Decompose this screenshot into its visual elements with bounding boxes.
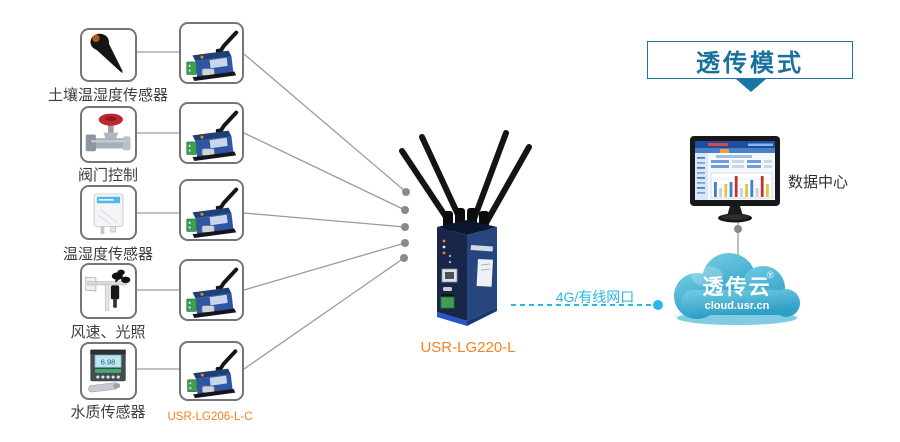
lora-module-box bbox=[179, 102, 244, 164]
sensor-image-box bbox=[80, 28, 137, 82]
cloud-icon: 透传云 ® cloud.usr.cn bbox=[674, 253, 800, 325]
banner-arrow-icon bbox=[736, 79, 766, 92]
lora-module-model-label: USR-LG206-L-C bbox=[167, 411, 253, 423]
sensor-image-box bbox=[80, 263, 137, 319]
sensor-label: 阀门控制 bbox=[77, 167, 138, 184]
lora-module-icon bbox=[186, 187, 239, 239]
lora-module-icon bbox=[186, 110, 239, 162]
lora-module-icon bbox=[186, 267, 239, 319]
data-center-monitor bbox=[686, 134, 786, 226]
valve-icon bbox=[85, 113, 131, 152]
registered-mark: ® bbox=[767, 270, 774, 280]
sensor-image-box bbox=[80, 185, 137, 240]
connector-dot bbox=[400, 254, 408, 262]
gateway-endpoint-dots bbox=[400, 188, 410, 262]
lora-gateway-icon bbox=[399, 130, 532, 326]
sensor-image-box: 6.98 bbox=[80, 342, 137, 400]
banner-label: 透传模式 bbox=[696, 49, 804, 77]
sensor-label: 温湿度传感器 bbox=[62, 246, 153, 263]
connector-dot bbox=[734, 225, 742, 233]
water-quality-sensor-icon: 6.98 bbox=[88, 349, 126, 393]
cloud-title: 透传云 bbox=[703, 276, 772, 299]
connector-line bbox=[243, 242, 406, 291]
gateway-model-label: USR-LG220-L bbox=[420, 339, 516, 356]
sensor-module-lines bbox=[137, 51, 179, 370]
sensor-label: 风速、光照 bbox=[70, 324, 146, 341]
lora-module-box bbox=[179, 22, 244, 84]
module-gateway-lines bbox=[243, 53, 407, 370]
connector-line bbox=[243, 132, 406, 211]
lora-module-box bbox=[179, 259, 244, 321]
sensor-image-box bbox=[80, 106, 137, 163]
connector-line bbox=[243, 257, 405, 370]
connector-dot bbox=[401, 239, 409, 247]
gateway-antennas bbox=[399, 130, 532, 226]
connector-line bbox=[243, 53, 407, 193]
water-meter-lcd-value: 6.98 bbox=[101, 357, 115, 366]
soil-sensor-icon bbox=[90, 33, 123, 74]
wan-link-label: 4G/有线网口 bbox=[555, 289, 635, 305]
lora-module-icon bbox=[186, 30, 239, 82]
wind-light-sensor-icon bbox=[85, 269, 131, 311]
sensor-label: 土壤温湿度传感器 bbox=[47, 87, 168, 104]
gateway-device bbox=[398, 123, 548, 333]
connector-line bbox=[243, 212, 406, 228]
connector-dot bbox=[402, 188, 410, 196]
lora-module-box bbox=[179, 179, 244, 241]
sensor-label: 水质传感器 bbox=[70, 404, 146, 421]
monitor-icon bbox=[690, 136, 780, 223]
connector-dot bbox=[401, 206, 409, 214]
cloud-domain: cloud.usr.cn bbox=[705, 300, 770, 312]
temp-humidity-sensor-icon bbox=[93, 193, 124, 234]
transparent-mode-banner: 透传模式 bbox=[647, 41, 853, 79]
data-center-label: 数据中心 bbox=[788, 174, 849, 191]
wan-link-dot bbox=[653, 300, 663, 310]
lora-module-icon bbox=[187, 349, 238, 399]
lora-module-box bbox=[179, 341, 244, 401]
monitor-bar-chart bbox=[714, 176, 769, 197]
cloud-service: 透传云 ® cloud.usr.cn bbox=[663, 246, 813, 332]
connector-dot bbox=[401, 223, 409, 231]
